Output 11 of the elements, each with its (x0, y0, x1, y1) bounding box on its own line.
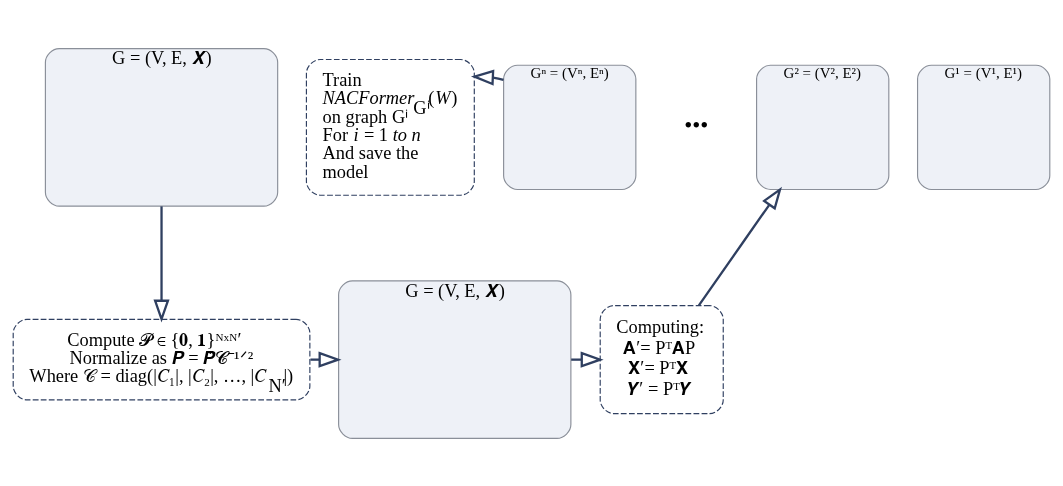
arrow (310, 351, 342, 368)
node-box: G² = (V², E²) (756, 64, 890, 190)
arrow (153, 205, 170, 323)
node-box: G = (V, E, 𝑿) (338, 279, 572, 439)
node-box: Computing: 𝐀′= Pᵀ𝐀P 𝐗′= Pᵀ𝐗 𝒀′ = Pᵀ𝒀 (599, 304, 724, 414)
node-box: Gⁿ = (Vⁿ, Eⁿ) (503, 64, 637, 190)
label: ••• (684, 112, 709, 138)
node-box: G¹ = (V¹, E¹) (917, 64, 1051, 190)
node-box: G = (V, E, 𝑿) (44, 47, 279, 207)
arrow (697, 186, 782, 306)
arrow (571, 351, 604, 368)
